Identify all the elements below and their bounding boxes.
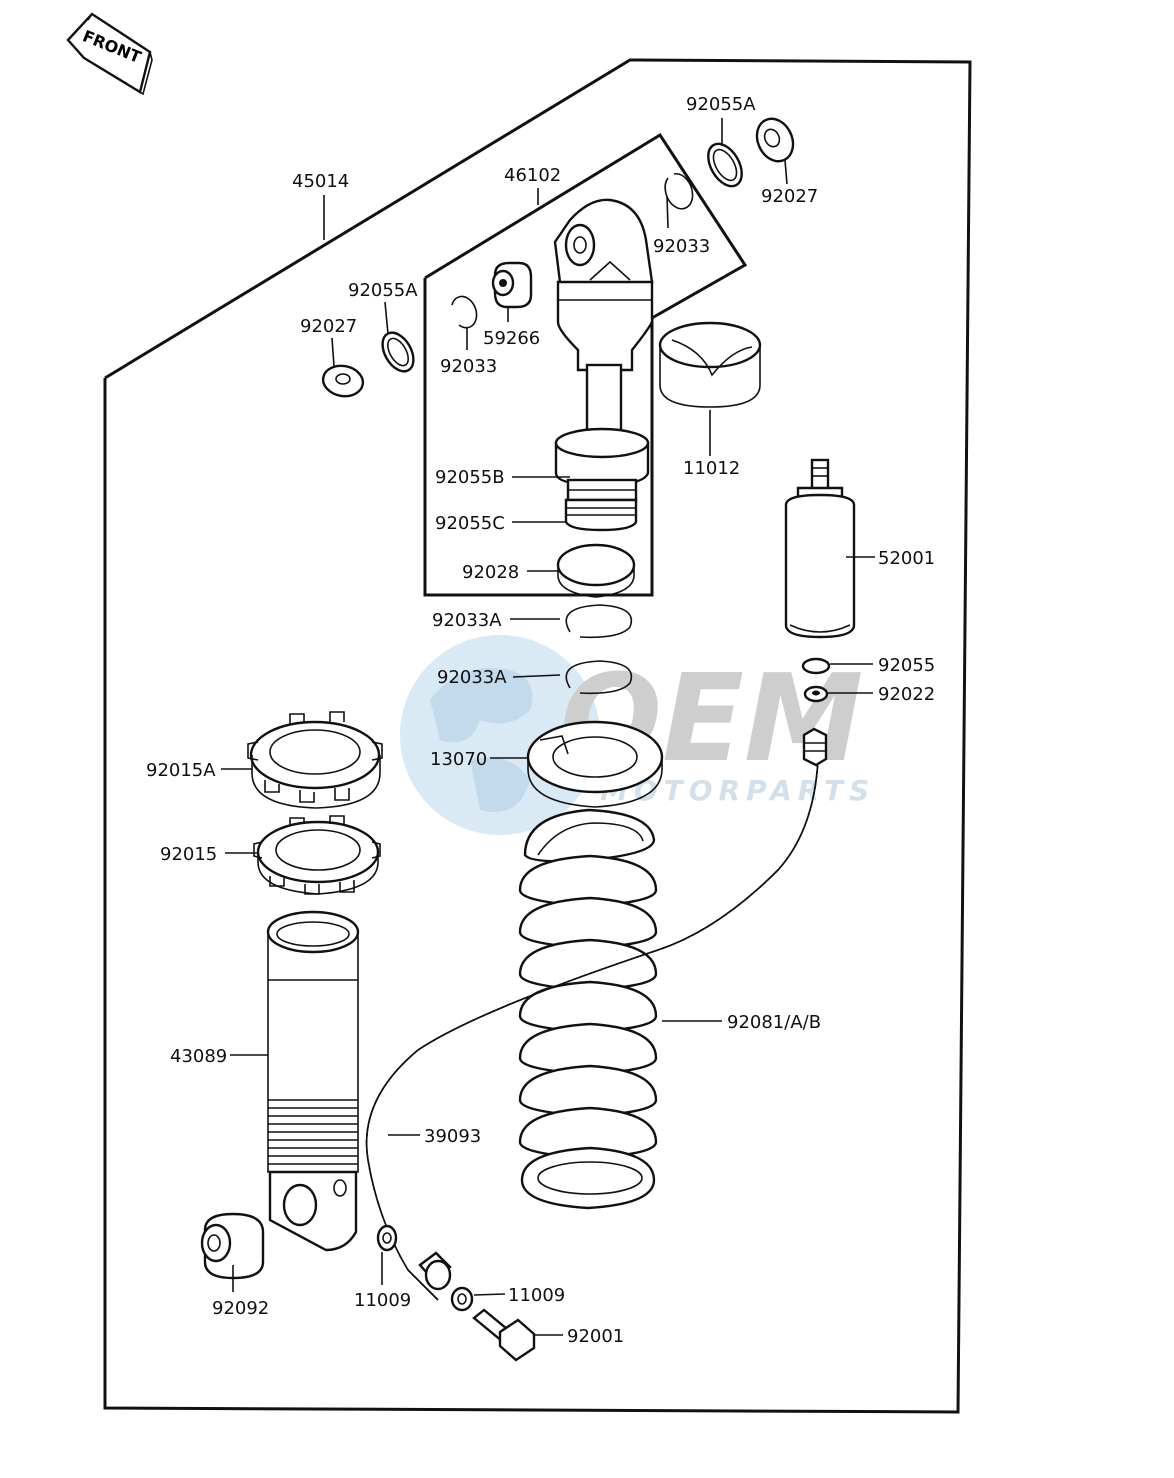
bushing-59266 bbox=[491, 261, 533, 309]
circlip-92033-left bbox=[451, 295, 478, 329]
bushing-92027-top bbox=[755, 117, 795, 163]
label-92028: 92028 bbox=[462, 562, 519, 583]
washer-11009-left bbox=[376, 1224, 398, 1252]
coil-spring-92081 bbox=[518, 808, 658, 1210]
hose-39093 bbox=[365, 727, 828, 1301]
label-92055C: 92055C bbox=[435, 513, 505, 534]
label-43089: 43089 bbox=[170, 1046, 227, 1067]
ring-92028 bbox=[556, 543, 636, 598]
label-52001: 52001 bbox=[878, 548, 935, 569]
leader-lines bbox=[221, 118, 875, 1336]
label-13070: 13070 bbox=[430, 749, 487, 770]
cap-11012 bbox=[658, 321, 762, 408]
front-arrow-icon: FRONT bbox=[66, 12, 153, 96]
bushing-92027-left bbox=[321, 364, 365, 398]
washer-92055A-left bbox=[381, 331, 415, 373]
watermark: OEM MOTORPARTS bbox=[400, 635, 869, 835]
label-11009-right: 11009 bbox=[508, 1285, 565, 1306]
label-59266: 59266 bbox=[483, 328, 540, 349]
label-92015: 92015 bbox=[160, 844, 217, 865]
washer-92022 bbox=[803, 685, 829, 703]
label-11012: 11012 bbox=[683, 458, 740, 479]
washer-92055 bbox=[801, 657, 831, 675]
lock-nut-92015A bbox=[247, 711, 383, 809]
spring-seat-13070 bbox=[526, 720, 664, 808]
label-92033A-2: 92033A bbox=[437, 667, 507, 688]
shock-body-43089 bbox=[266, 910, 360, 1252]
washer-11009-right bbox=[450, 1286, 474, 1312]
label-92033A-1: 92033A bbox=[432, 610, 502, 631]
label-92022: 92022 bbox=[878, 684, 935, 705]
label-46102: 46102 bbox=[504, 165, 561, 186]
label-92027-top: 92027 bbox=[761, 186, 818, 207]
label-92033-top: 92033 bbox=[653, 236, 710, 257]
label-92055B: 92055B bbox=[435, 467, 505, 488]
label-92027-left: 92027 bbox=[300, 316, 357, 337]
lock-nut-92015 bbox=[253, 815, 381, 895]
label-92081: 92081/A/B bbox=[727, 1012, 821, 1033]
reservoir-52001 bbox=[784, 458, 856, 639]
label-92001: 92001 bbox=[567, 1326, 624, 1347]
label-39093: 39093 bbox=[424, 1126, 481, 1147]
label-92055A-top: 92055A bbox=[686, 94, 756, 115]
circlip-92033-top bbox=[664, 173, 694, 210]
label-45014: 45014 bbox=[292, 171, 349, 192]
watermark-globe-land bbox=[430, 668, 533, 812]
bushing-92092 bbox=[200, 1212, 265, 1280]
banjo-bolt-92001 bbox=[472, 1308, 536, 1362]
label-92055: 92055 bbox=[878, 655, 935, 676]
washer-92055A-top bbox=[707, 142, 743, 188]
part-labels: 45014 46102 92055A 92027 92033 92055A 92… bbox=[146, 94, 935, 1347]
shock-body-46102 bbox=[553, 198, 654, 532]
circlip-92033A-2 bbox=[565, 660, 633, 695]
circlip-92033A-1 bbox=[565, 604, 633, 639]
label-92033-left: 92033 bbox=[440, 356, 497, 377]
label-92092: 92092 bbox=[212, 1298, 269, 1319]
label-92015A: 92015A bbox=[146, 760, 216, 781]
label-11009-left: 11009 bbox=[354, 1290, 411, 1311]
assembly-frame-45014 bbox=[103, 58, 972, 1414]
label-92055A-left: 92055A bbox=[348, 280, 418, 301]
